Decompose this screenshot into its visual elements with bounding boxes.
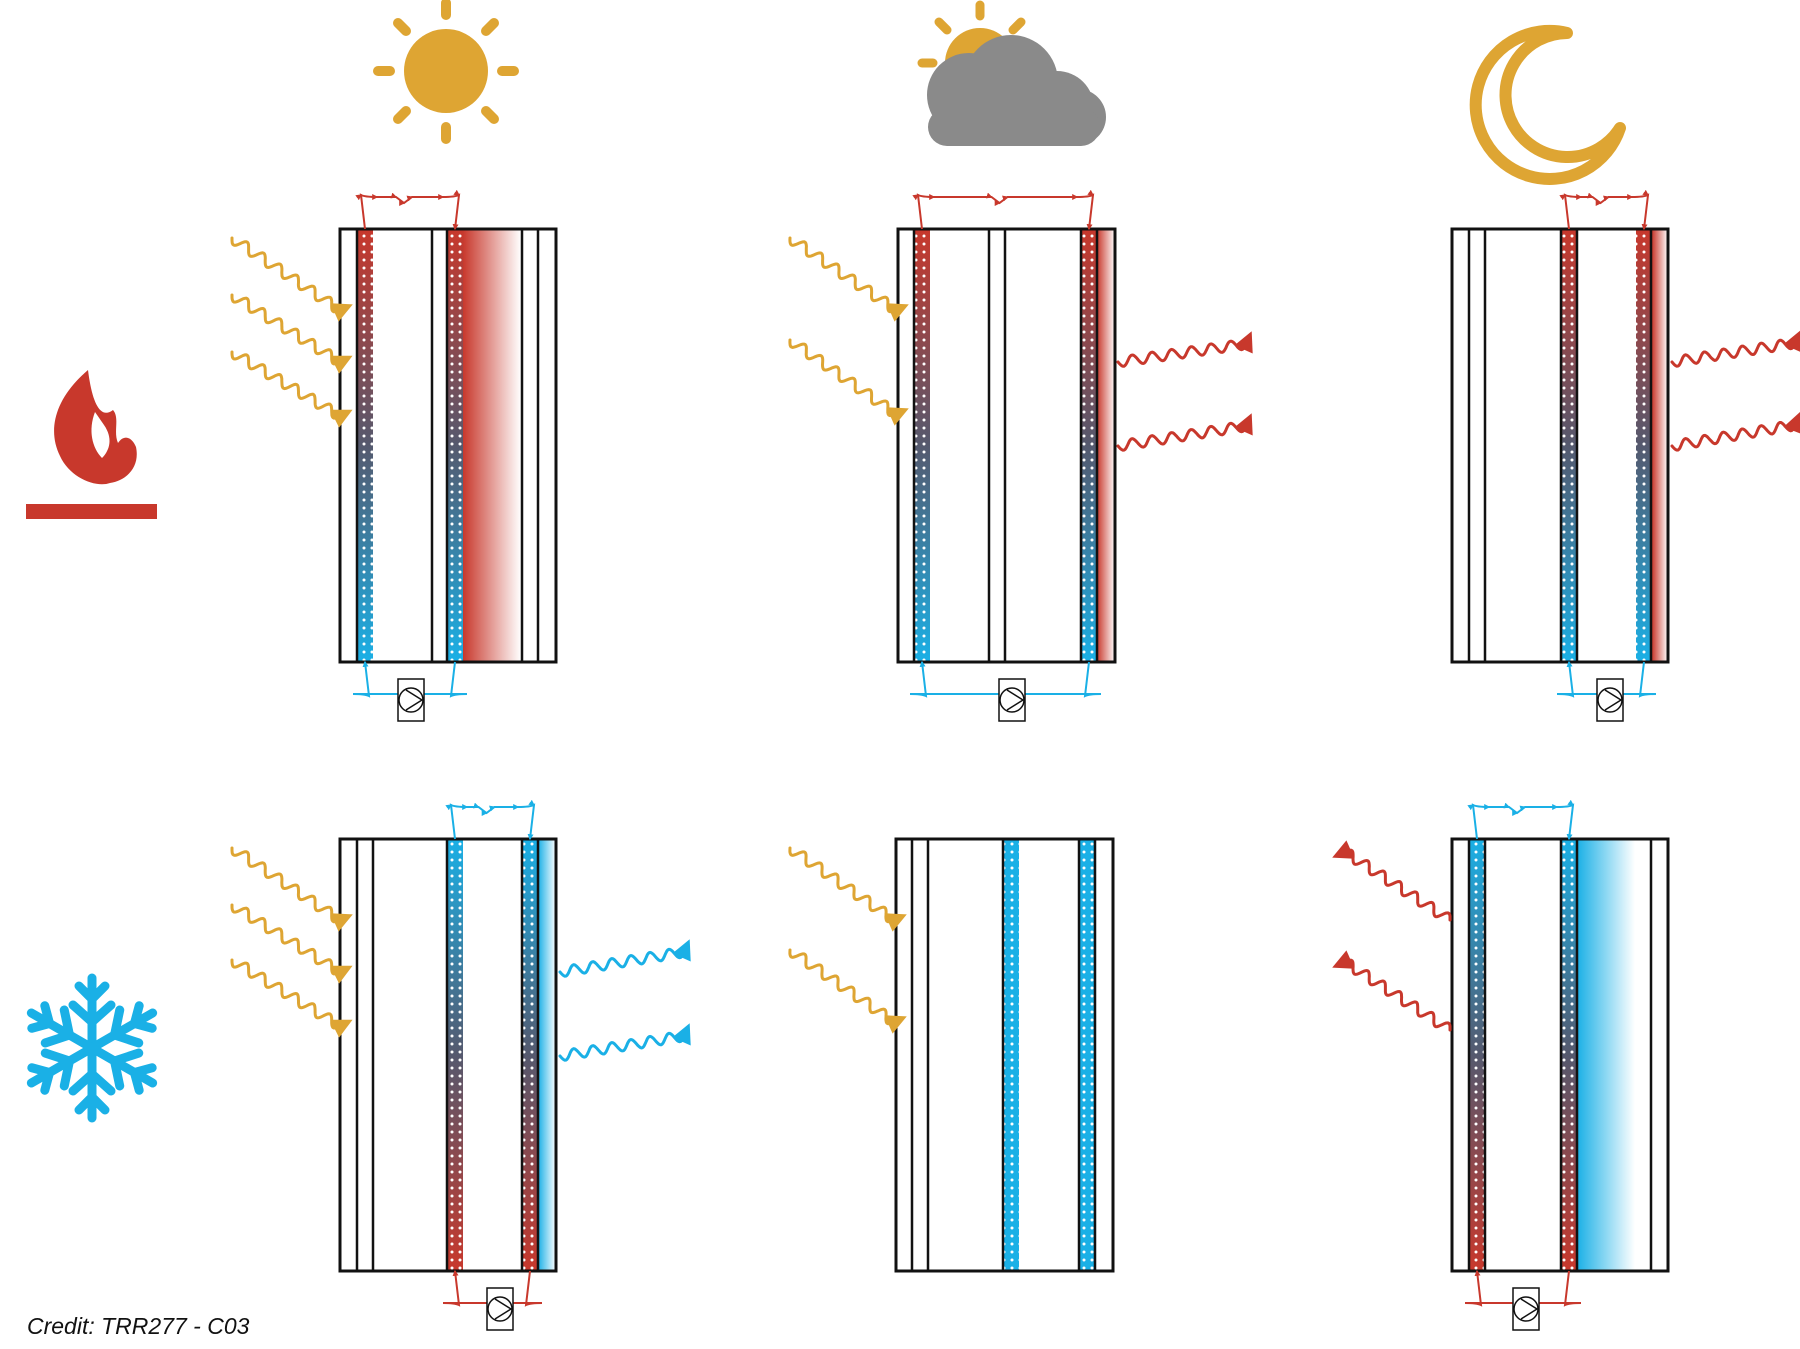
solar-radiation-arrow — [230, 958, 353, 1038]
heat-emission-arrow — [1670, 330, 1800, 368]
sun-icon — [373, 0, 519, 144]
circulation-loop-top — [355, 189, 461, 231]
fluid-dots — [1561, 229, 1577, 662]
fluid-dots — [522, 839, 538, 1271]
fluid-dots — [1079, 839, 1095, 1271]
fluid-dots — [1003, 839, 1019, 1271]
heat-emission-arrow — [1332, 840, 1452, 922]
heat-glow — [1097, 229, 1115, 662]
solar-radiation-arrow — [230, 903, 353, 984]
heat-glow — [463, 229, 521, 662]
solar-radiation-arrow — [230, 293, 353, 374]
circulation-loop-top — [1467, 799, 1575, 841]
heat-emission-arrow — [1116, 413, 1253, 452]
pump-icon — [486, 1287, 514, 1331]
sun-behind-cloud-icon — [917, 0, 1106, 146]
heat-glow — [1577, 839, 1635, 1271]
panel-heating-cloudy — [896, 189, 1117, 722]
fluid-dots — [914, 229, 930, 662]
fluid-dots — [447, 839, 463, 1271]
heat-emission-arrow — [1116, 331, 1253, 368]
heat-glow — [1652, 229, 1668, 662]
solar-radiation-arrow — [788, 236, 909, 322]
solar-radiation-arrow — [230, 350, 353, 428]
fluid-dots — [447, 229, 463, 662]
flame-icon — [26, 370, 157, 519]
solar-radiation-arrow — [788, 338, 909, 426]
fluid-dots — [1469, 839, 1485, 1271]
solar-radiation-arrow — [788, 846, 907, 932]
fluid-dots — [1561, 839, 1577, 1271]
snowflake-icon — [26, 973, 158, 1123]
heat-emission-arrow — [558, 939, 691, 978]
circulation-loop-top — [912, 189, 1095, 231]
fluid-dots — [357, 229, 373, 662]
crescent-moon-icon — [1469, 25, 1626, 185]
panel-cooling-cloudy — [894, 837, 1115, 1273]
panel-heating-night — [1450, 189, 1670, 722]
panel-cooling-night — [1450, 799, 1670, 1331]
pump-icon — [998, 678, 1026, 722]
pump-icon — [1596, 678, 1624, 722]
circulation-loop-top — [1559, 189, 1650, 231]
credit-label: Credit: TRR277 - C03 — [27, 1313, 250, 1339]
panel-frame — [894, 837, 1115, 1273]
heat-emission-arrow — [1332, 950, 1452, 1032]
solar-radiation-arrow — [230, 236, 353, 322]
solar-radiation-arrow — [230, 846, 353, 932]
panel-heating-sunny — [338, 189, 558, 722]
fluid-dots — [1636, 229, 1652, 662]
heat-emission-arrow — [558, 1023, 691, 1062]
fluid-dots — [1081, 229, 1097, 662]
circulation-loop-top — [445, 799, 536, 841]
pump-icon — [1512, 1287, 1540, 1331]
heat-emission-arrow — [1670, 411, 1800, 452]
heat-glow — [538, 839, 556, 1271]
solar-radiation-arrow — [788, 948, 907, 1034]
pump-icon — [397, 678, 425, 722]
panel-cooling-sunny — [338, 799, 558, 1331]
